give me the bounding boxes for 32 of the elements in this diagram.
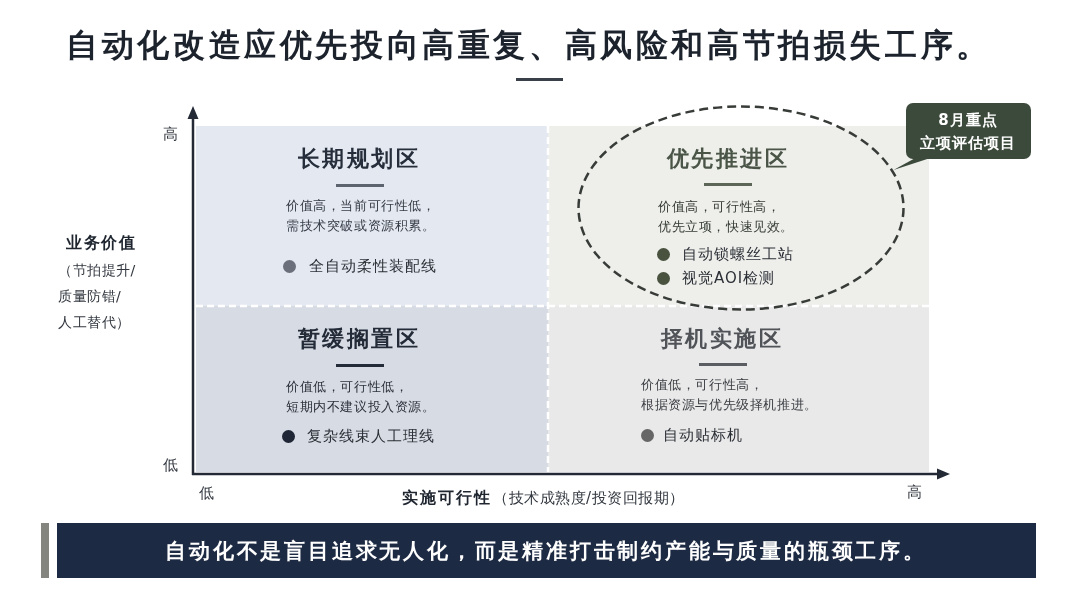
quadrant-title: 暂缓搁置区 — [297, 325, 421, 353]
axis-label: 高 — [162, 124, 178, 144]
quadrant-panel — [196, 126, 548, 306]
bullet-item: 自动锁螺丝工站 — [682, 244, 794, 264]
axis-label: 业务价值 — [66, 233, 136, 253]
page-title: 自动化改造应优先投向高重复、高风险和高节拍损失工序。 — [66, 25, 992, 65]
bullet-item: 全自动柔性装配线 — [309, 256, 437, 276]
callout-bubble — [906, 103, 1031, 159]
axis-label: 低 — [198, 483, 214, 503]
axis-label: 实施可行性 — [402, 487, 492, 508]
callout-text: 立项评估项目 — [920, 133, 1016, 153]
axis-label: （节拍提升/质量防错/人工替代） — [58, 261, 137, 332]
dashed-ellipse — [577, 105, 905, 311]
banner-text: 自动化不是盲目追求无人化，而是精准打击制约产能与质量的瓶颈工序。 — [165, 537, 927, 565]
quadrant-description: 价值高，当前可行性低，需技术突破或资源积累。 — [286, 197, 437, 235]
axis-label: 低 — [162, 455, 178, 475]
quadrant-title: 优先推进区 — [666, 145, 790, 173]
summary-banner — [57, 523, 1036, 578]
quadrant-description: 价值高，可行性高，优先立项，快速见效。 — [658, 198, 795, 236]
quadrant-title: 长期规划区 — [297, 145, 421, 173]
quadrant-panel — [196, 306, 548, 472]
quadrant-title: 择机实施区 — [660, 325, 784, 353]
quadrant-panel — [548, 306, 929, 472]
bullet-item: 自动贴标机 — [663, 425, 743, 445]
quadrant-description: 价值低，可行性低，短期内不建议投入资源。 — [286, 378, 437, 416]
callout-pointer — [893, 159, 928, 171]
axis-label: 高 — [906, 482, 922, 502]
quadrant-description: 价值低，可行性高，根据资源与优先级择机推进。 — [641, 376, 819, 414]
axis-label: （技术成熟度/投资回报期） — [493, 488, 685, 507]
bullet-item: 复杂线束人工理线 — [307, 426, 435, 446]
bullet-item: 视觉AOI检测 — [682, 268, 776, 288]
callout-text: 8月重点 — [938, 110, 998, 130]
